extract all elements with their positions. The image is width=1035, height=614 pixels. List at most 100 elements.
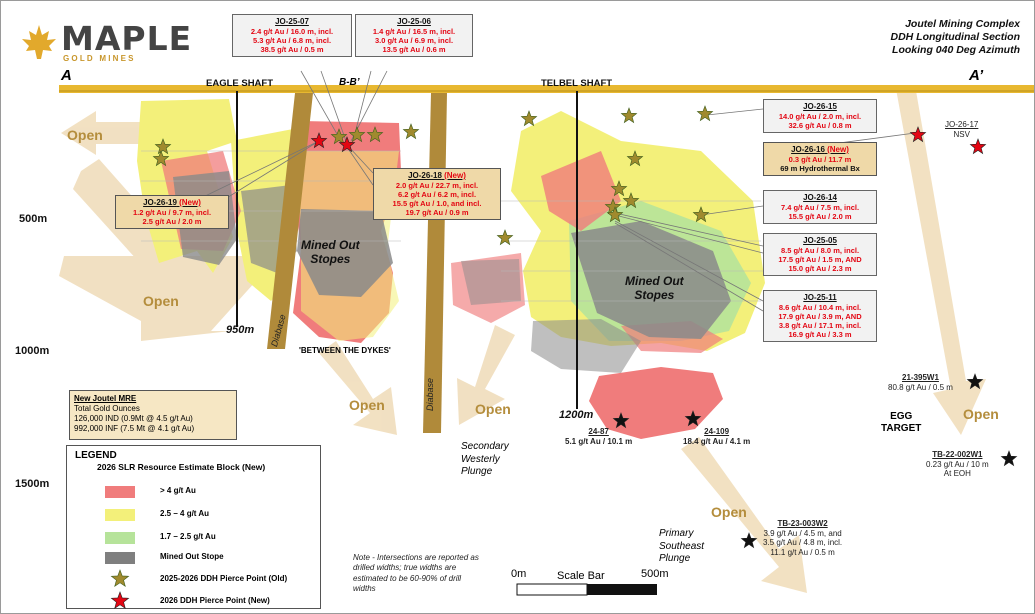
pierce-point-new-icon — [310, 132, 328, 149]
logo-subtitle: GOLD MINES — [63, 54, 136, 63]
pierce-point-old-icon — [604, 198, 622, 215]
hole-id: JO-25-05 — [803, 236, 837, 245]
logo-wordmark: MAPLE — [61, 19, 193, 58]
historic-hole-star-icon — [1000, 450, 1018, 467]
mre-subtitle: Total Gold Ounces — [74, 404, 140, 413]
intercept-line: 32.6 g/t Au / 0.8 m — [788, 120, 852, 130]
hole-id: JO-25-06 — [397, 17, 431, 26]
intercept-24-87-hole: 24-87 — [588, 427, 609, 436]
intercept-tb-22-hole: TB-22-002W1 — [932, 450, 983, 459]
depth-950m: 950m — [226, 324, 255, 336]
pierce-points — [152, 105, 1018, 549]
intercept-line: 2.0 g/t Au / 22.7 m, incl. — [395, 180, 479, 190]
surface-band — [59, 85, 1034, 93]
intercept-24-109: 24-109 18.4 g/t Au / 4.1 m — [683, 427, 750, 446]
intercept-tb-23: TB-23-003W2 3.9 g/t Au / 4.5 m, and 3.5 … — [763, 519, 842, 557]
open-arrow-diabase — [319, 341, 397, 435]
intercept-line: 17.9 g/t Au / 3.9 m, AND — [778, 311, 862, 321]
callout-jo-26-18: JO-26-18 (New)2.0 g/t Au / 22.7 m, incl.… — [373, 168, 501, 221]
title-line-1: Joutel Mining Complex — [905, 18, 1020, 30]
secondary-plunge-label: Secondary Westerly Plunge — [461, 441, 509, 477]
scale-bar-left: 0m — [511, 568, 527, 580]
intercept-tb-23-text: 3.9 g/t Au / 4.5 m, and — [763, 528, 842, 538]
scale-bar — [516, 583, 657, 596]
depth-500m: 500m — [19, 213, 48, 225]
intercept-line: 15.5 g/t Au / 2.0 m — [788, 211, 852, 221]
open-label-1: Open — [67, 127, 103, 143]
intercept-line: 16.9 g/t Au / 3.3 m — [788, 330, 852, 340]
pierce-point-old-icon — [348, 126, 366, 143]
hole-id: JO-25-11 — [803, 293, 837, 302]
drill-width-note: Note - Intersections are reported as dri… — [353, 553, 479, 594]
legend-swatch — [105, 532, 135, 544]
intercept-line: 15.5 g/t Au / 1.0, and incl. — [392, 199, 482, 209]
intercept-jo-26-17-text: NSV — [953, 129, 970, 139]
intercept-21-395w1-hole: 21-395W1 — [902, 373, 939, 382]
intercept-line: 8.5 g/t Au / 8.0 m, incl. — [780, 245, 860, 255]
pierce-point-old-icon — [496, 229, 514, 246]
new-tag: (New) — [441, 171, 466, 180]
historic-hole-star-icon — [740, 532, 758, 549]
intercept-24-109-text: 18.4 g/t Au / 4.1 m — [683, 436, 751, 446]
pierce-point-old-icon — [520, 110, 538, 127]
legend-swatch — [105, 486, 135, 498]
section-end-right: A’ — [969, 67, 984, 84]
scale-bar-right: 500m — [641, 568, 669, 580]
legend-swatch — [105, 509, 135, 521]
intercept-line: 0.3 g/t Au / 11.7 m — [788, 154, 852, 164]
callout-hole-id: JO-25-05 — [768, 236, 872, 246]
telbel-shaft-label: TELBEL SHAFT — [541, 78, 613, 89]
pierce-point-new-icon — [969, 138, 987, 155]
mined-out-label-west: Mined Out Stopes — [301, 238, 360, 266]
depth-1200m: 1200m — [559, 409, 594, 421]
intercept-line: 1.4 g/t Au / 16.5 m, incl. — [372, 26, 456, 36]
depth-1000m: 1000m — [15, 345, 50, 357]
intercept-line: 3.8 g/t Au / 17.1 m, incl. — [778, 321, 862, 331]
intercept-line: 2.5 g/t Au / 2.0 m — [142, 216, 202, 226]
title-line-2: DDH Longitudinal Section — [890, 31, 1021, 44]
mre-indicated: 126,000 IND (0.9Mt @ 4.5 g/t Au) — [74, 414, 193, 423]
hole-id: JO-26-19 — [143, 198, 177, 207]
pierce-point-old-icon — [402, 123, 420, 140]
open-arrow-primary — [681, 437, 807, 593]
pierce-point-old-icon — [366, 126, 384, 143]
intercept-line: 7.4 g/t Au / 7.5 m, incl. — [780, 202, 860, 212]
depth-1500m: 1500m — [15, 478, 50, 490]
legend-subtitle: 2026 SLR Resource Estimate Block (New) — [97, 462, 266, 472]
intercept-jo-26-17-hole: JO-26-17 — [945, 120, 979, 129]
open-label-6: Open — [963, 406, 999, 422]
new-tag: (New) — [824, 145, 849, 154]
between-dykes-label: 'BETWEEN THE DYKES' — [299, 346, 391, 355]
open-label-2: Open — [143, 293, 179, 309]
callout-jo-26-19: JO-26-19 (New)1.2 g/t Au / 9.7 m, incl.2… — [115, 195, 229, 230]
maple-leaf-icon — [22, 25, 56, 59]
pierce-point-old-icon — [154, 138, 172, 155]
historic-hole-star-icon — [966, 373, 984, 390]
intercept-tb-22-text: 0.23 g/t Au / 10 m — [926, 459, 989, 469]
callout-hole-id: JO-25-07 — [237, 17, 347, 27]
callout-hole-id: JO-26-19 (New) — [120, 198, 224, 208]
legend: LEGEND 2026 SLR Resource Estimate Block … — [66, 445, 321, 609]
historic-hole-star-icon — [684, 410, 702, 427]
pierce-point-old-icon — [696, 105, 714, 122]
intercept-line: 69 m Hydrothermal Bx — [780, 163, 860, 173]
pierce-point-new-icon — [909, 126, 927, 143]
callout-hole-id: JO-26-14 — [768, 193, 872, 203]
hole-id: JO-26-15 — [803, 102, 837, 111]
intercept-line: 8.6 g/t Au / 10.4 m, incl. — [778, 302, 862, 312]
intercept-24-87: 24-87 5.1 g/t Au / 10.1 m — [565, 427, 632, 446]
egg-target-label: EGG TARGET — [881, 411, 922, 434]
scale-bar-title: Scale Bar — [557, 570, 605, 582]
pierce-point-new-icon — [110, 591, 130, 609]
open-arrows — [59, 85, 986, 593]
mre-title: New Joutel MRE — [74, 394, 137, 403]
intercept-24-87-text: 5.1 g/t Au / 10.1 m — [565, 436, 633, 446]
callout-hole-id: JO-25-11 — [768, 293, 872, 303]
intercept-tb-23-text2: 3.5 g/t Au / 4.8 m, incl. — [763, 538, 843, 548]
intercept-line: 14.0 g/t Au / 2.0 m, incl. — [778, 111, 862, 121]
callout-hole-id: JO-26-15 — [768, 102, 872, 112]
open-label-4: Open — [475, 401, 511, 417]
pierce-point-old-icon — [622, 192, 640, 209]
intercept-24-109-hole: 24-109 — [704, 427, 730, 436]
